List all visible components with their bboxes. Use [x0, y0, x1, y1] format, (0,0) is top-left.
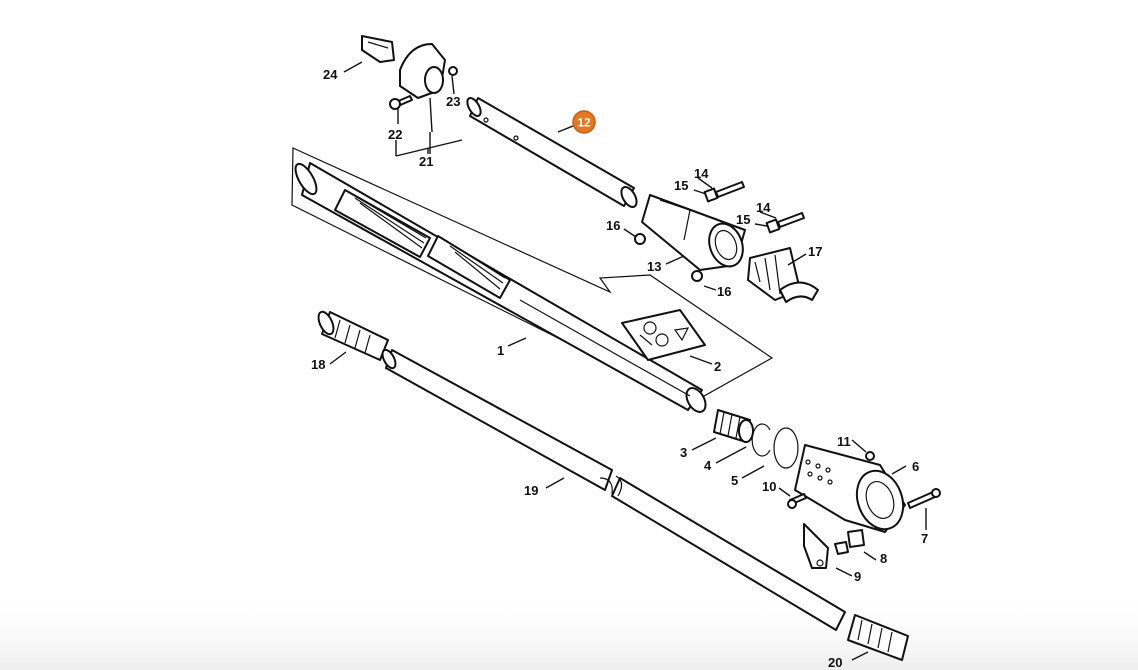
screw-part-22[interactable] — [389, 95, 413, 110]
shaft-tube-part-1[interactable] — [291, 161, 709, 415]
sleeve-part-3[interactable] — [713, 409, 754, 443]
housing-holes — [805, 459, 833, 485]
callout-label-16-upper[interactable]: 16 — [606, 218, 620, 233]
callout-label-15-upper[interactable]: 15 — [674, 178, 688, 193]
callout-label-5[interactable]: 5 — [731, 473, 738, 488]
callout-label-11[interactable]: 11 — [837, 434, 851, 449]
clamp-knob-part-17[interactable] — [747, 247, 819, 303]
inner-tube-part-12[interactable] — [465, 96, 640, 210]
leader-lines — [329, 61, 927, 661]
callout-label-14-lower[interactable]: 14 — [756, 200, 771, 215]
snap-ring-part-4[interactable] — [751, 423, 771, 457]
clip-part-24[interactable] — [361, 35, 395, 63]
callout-label-1[interactable]: 1 — [497, 343, 504, 358]
callout-label-8[interactable]: 8 — [880, 551, 887, 566]
callout-label-6[interactable]: 6 — [912, 459, 919, 474]
callout-label-4[interactable]: 4 — [704, 458, 712, 473]
callout-label-21[interactable]: 21 — [419, 154, 433, 169]
callout-label-15-lower[interactable]: 15 — [736, 212, 750, 227]
screw-part-7[interactable] — [907, 488, 941, 509]
callout-label-12: 12 — [577, 116, 591, 130]
callout-label-19[interactable]: 19 — [524, 483, 538, 498]
callout-label-14-upper[interactable]: 14 — [694, 166, 709, 181]
callout-label-7[interactable]: 7 — [921, 531, 928, 546]
nut-part-11[interactable] — [865, 451, 875, 461]
callout-label-23[interactable]: 23 — [446, 94, 460, 109]
screw-part-10[interactable] — [787, 493, 807, 509]
harness-loop-part-21[interactable] — [399, 43, 446, 99]
nut-part-16-upper[interactable] — [634, 233, 646, 245]
lower-tube-part-19[interactable] — [380, 348, 846, 631]
highlight-marker-12[interactable]: 12 — [572, 110, 596, 134]
callout-label-9[interactable]: 9 — [854, 569, 861, 584]
callout-label-13[interactable]: 13 — [647, 259, 661, 274]
warning-label-part-2[interactable] — [621, 309, 706, 361]
clip-part-8[interactable] — [847, 529, 865, 548]
clamp-housing-part-13[interactable] — [641, 194, 749, 271]
callout-label-3[interactable]: 3 — [680, 445, 687, 460]
callout-label-22[interactable]: 22 — [388, 127, 402, 142]
screw-part-14-upper[interactable] — [703, 181, 745, 203]
callout-label-10[interactable]: 10 — [762, 479, 776, 494]
callout-label-16-lower[interactable]: 16 — [717, 284, 731, 299]
end-cap-part-20[interactable] — [847, 614, 909, 661]
callout-label-20[interactable]: 20 — [828, 655, 842, 670]
callout-labels: 24 23 22 21 14 15 14 15 16 17 13 16 1 2 … — [311, 67, 928, 670]
callout-label-2[interactable]: 2 — [714, 359, 721, 374]
trigger-lever-part-9[interactable] — [803, 523, 849, 569]
screw-part-14-lower[interactable] — [765, 212, 805, 234]
nut-part-16-lower[interactable] — [691, 270, 703, 282]
callout-label-18[interactable]: 18 — [311, 357, 325, 372]
o-ring-part-5[interactable] — [773, 427, 799, 469]
inset-frame — [291, 147, 774, 401]
handle-housing-part-6[interactable] — [794, 444, 911, 536]
end-plug-part-18[interactable] — [315, 310, 389, 361]
callout-label-24[interactable]: 24 — [323, 67, 338, 82]
bottom-shade — [0, 590, 1138, 670]
callout-label-17[interactable]: 17 — [808, 244, 822, 259]
nut-part-23[interactable] — [448, 66, 458, 76]
